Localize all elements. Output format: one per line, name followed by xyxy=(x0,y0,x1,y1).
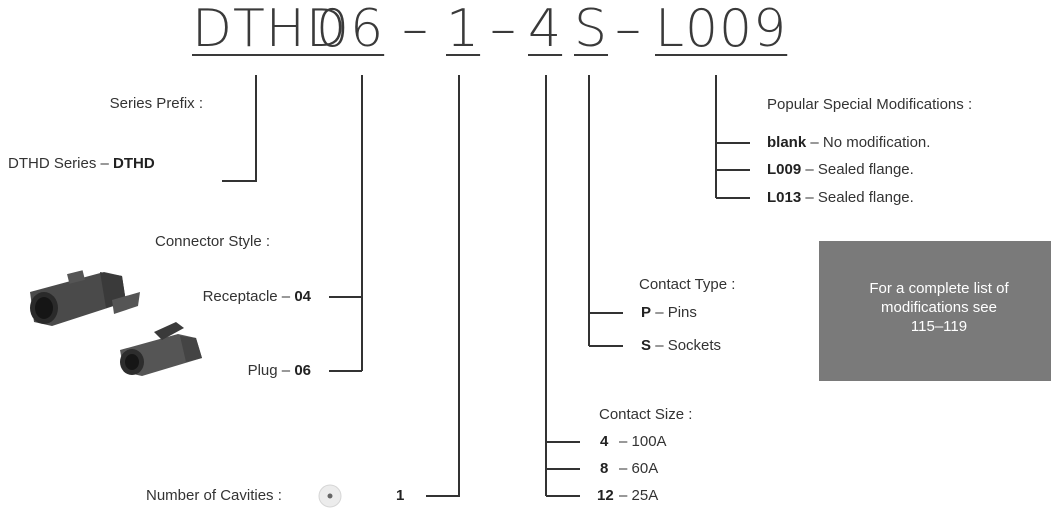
note-line: 115–119 xyxy=(819,317,1051,336)
contact-size-item: 8– 60A xyxy=(600,460,658,478)
modification-item: L009 – Sealed flange. xyxy=(767,161,914,179)
contact-type-item: S – Sockets xyxy=(641,337,721,355)
contact-type-item: P – Pins xyxy=(641,304,697,322)
contact-size-heading: Contact Size : xyxy=(599,406,692,424)
receptacle-option: Receptacle – 04 xyxy=(150,288,311,306)
note-line: For a complete list of xyxy=(819,279,1051,298)
cavities-heading: Number of Cavities : xyxy=(146,487,282,505)
series-prefix-text: DTHD Series – xyxy=(8,155,109,172)
note-text: For a complete list of modifications see… xyxy=(819,279,1051,336)
note-line: modifications see xyxy=(819,298,1051,317)
series-prefix-item: DTHD Series – DTHD xyxy=(8,155,155,173)
plug-option: Plug – 06 xyxy=(150,362,311,380)
receptacle-text: Receptacle – xyxy=(203,288,291,305)
series-prefix-heading: Series Prefix : xyxy=(40,95,203,113)
connector-style-heading: Connector Style : xyxy=(155,233,270,251)
plug-code: 06 xyxy=(294,362,311,379)
series-prefix-code: DTHD xyxy=(113,155,155,172)
cavities-code: 1 xyxy=(396,487,404,505)
modification-item: L013 – Sealed flange. xyxy=(767,189,914,207)
modification-item: blank – No modification. xyxy=(767,134,930,152)
contact-size-item: 4– 100A xyxy=(600,433,667,451)
cavity-icon xyxy=(318,484,342,508)
modifications-heading: Popular Special Modifications : xyxy=(767,96,972,114)
contact-type-heading: Contact Type : xyxy=(639,276,735,294)
modifications-note-box: For a complete list of modifications see… xyxy=(819,241,1051,381)
receptacle-code: 04 xyxy=(294,288,311,305)
plug-text: Plug – xyxy=(248,362,291,379)
contact-size-item: 12– 25A xyxy=(597,487,658,505)
